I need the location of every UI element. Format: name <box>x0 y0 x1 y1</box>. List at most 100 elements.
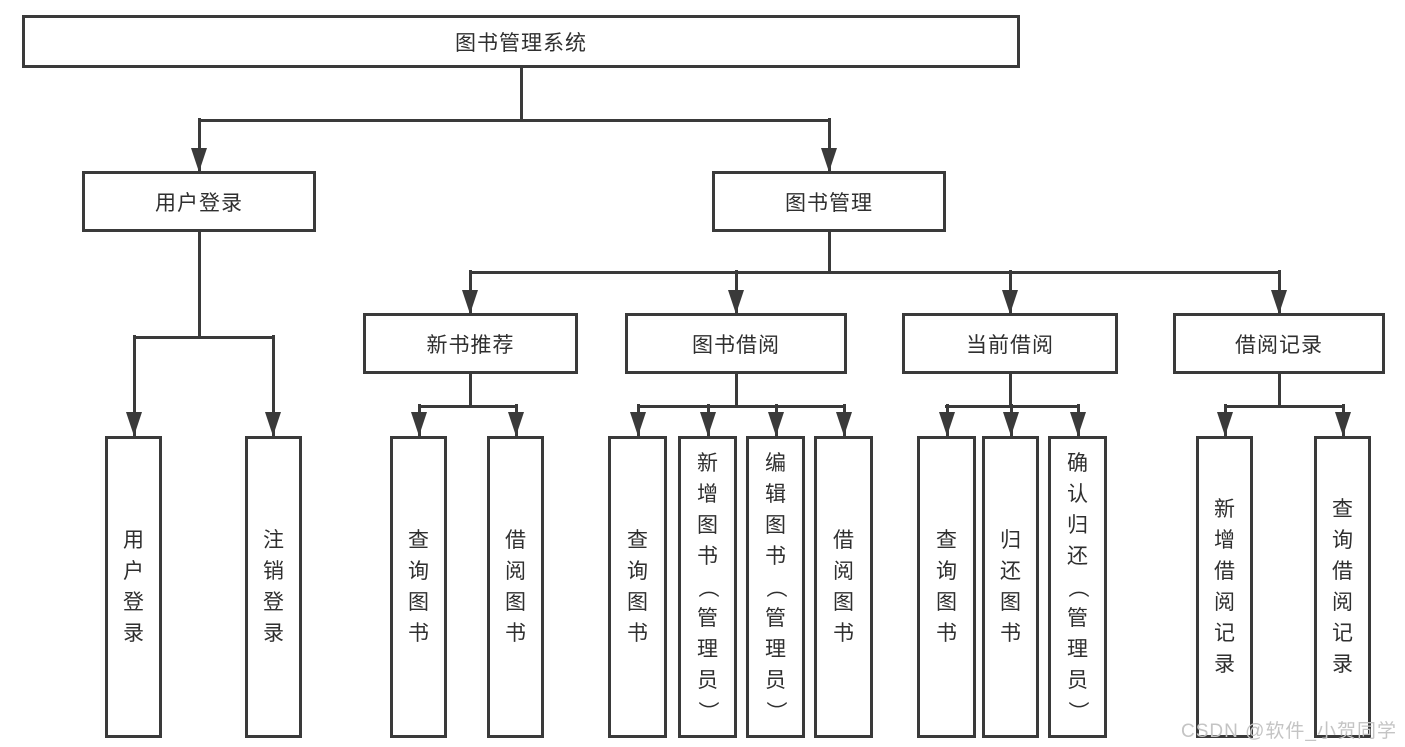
vertical-char: 图 <box>697 513 718 537</box>
vertical-char: 录 <box>1214 653 1235 676</box>
node-current-borrow-label: 当前借阅 <box>966 333 1054 357</box>
vertical-char: 员 <box>765 668 786 692</box>
vertical-char: 编 <box>765 451 786 475</box>
leaf-newbook-query-books: 查询图书 <box>390 436 447 738</box>
vertical-char: 阅 <box>1332 591 1353 614</box>
leaf-borrow-add-books-admin: 新增图书（管理员） <box>678 436 737 738</box>
vertical-char: 户 <box>123 560 144 583</box>
vertical-char: 理 <box>697 637 718 661</box>
vertical-char: 书 <box>833 622 854 645</box>
down-arrow-icon <box>821 148 837 172</box>
connector-line <box>198 119 830 122</box>
vertical-char: 注 <box>263 529 284 552</box>
vertical-char: 借 <box>833 529 854 552</box>
vertical-char: 确 <box>1067 451 1088 475</box>
leaf-newbook-borrow-books: 借阅图书 <box>487 436 544 738</box>
down-arrow-icon <box>836 412 852 436</box>
vertical-char: 书 <box>765 544 786 568</box>
vertical-char: 阅 <box>1214 591 1235 614</box>
vertical-char: 员 <box>697 668 718 692</box>
vertical-char: 录 <box>1332 653 1353 676</box>
vertical-char: 录 <box>263 622 284 645</box>
vertical-char: 询 <box>1332 529 1353 552</box>
leaf-records-query-record-label: 查询借阅记录 <box>1317 439 1368 735</box>
vertical-char: 录 <box>123 622 144 645</box>
connector-line <box>1278 373 1281 408</box>
down-arrow-icon <box>728 290 744 314</box>
connector-line <box>272 335 275 437</box>
down-arrow-icon <box>1002 290 1018 314</box>
down-arrow-icon <box>191 148 207 172</box>
node-book-borrow-label: 图书借阅 <box>692 333 780 357</box>
node-new-book-recommend: 新书推荐 <box>363 313 578 374</box>
vertical-char: 借 <box>1214 560 1235 583</box>
leaf-current-confirm-return-admin-label: 确认归还（管理员） <box>1051 439 1104 735</box>
connector-line <box>198 118 201 173</box>
vertical-char: 还 <box>1067 544 1088 568</box>
vertical-char: 询 <box>408 560 429 583</box>
vertical-char: 询 <box>627 560 648 583</box>
vertical-char: 登 <box>263 591 284 614</box>
down-arrow-icon <box>411 412 427 436</box>
leaf-borrow-query-books: 查询图书 <box>608 436 667 738</box>
vertical-char: 理 <box>1067 637 1088 661</box>
connector-line <box>945 405 1079 408</box>
leaf-current-return-books: 归还图书 <box>982 436 1039 738</box>
leaf-current-return-books-label: 归还图书 <box>985 439 1036 735</box>
watermark: CSDN @软件_小贺同学 <box>1181 721 1397 742</box>
down-arrow-icon <box>630 412 646 436</box>
connector-line <box>198 231 201 339</box>
leaf-newbook-borrow-books-label: 借阅图书 <box>490 439 541 735</box>
leaf-borrow-borrow-books-label: 借阅图书 <box>817 439 870 735</box>
vertical-char: （ <box>1066 576 1089 598</box>
vertical-char: （ <box>696 576 719 598</box>
node-book-management: 图书管理 <box>712 171 946 232</box>
connector-line <box>828 118 831 173</box>
down-arrow-icon <box>1271 290 1287 314</box>
node-current-borrow: 当前借阅 <box>902 313 1118 374</box>
root-node-label: 图书管理系统 <box>455 31 587 55</box>
down-arrow-icon <box>508 412 524 436</box>
vertical-char: 员 <box>1067 668 1088 692</box>
vertical-char: 图 <box>936 591 957 614</box>
node-new-book-recommend-label: 新书推荐 <box>426 333 515 357</box>
vertical-char: 图 <box>505 591 526 614</box>
vertical-char: 还 <box>1000 560 1021 583</box>
leaf-borrow-query-books-label: 查询图书 <box>611 439 664 735</box>
node-borrow-records: 借阅记录 <box>1173 313 1385 374</box>
down-arrow-icon <box>700 412 716 436</box>
down-arrow-icon <box>462 290 478 314</box>
leaf-records-add-record: 新增借阅记录 <box>1196 436 1253 738</box>
vertical-char: 书 <box>1000 622 1021 645</box>
vertical-char: 新 <box>1214 498 1235 521</box>
vertical-char: 书 <box>408 622 429 645</box>
vertical-char: ） <box>696 700 719 722</box>
node-book-management-label: 图书管理 <box>785 191 873 215</box>
connector-line <box>520 67 523 122</box>
node-user-login-label: 用户登录 <box>155 191 243 215</box>
node-book-borrow: 图书借阅 <box>625 313 847 374</box>
vertical-char: 用 <box>123 529 144 552</box>
connector-line <box>735 373 738 408</box>
vertical-char: 图 <box>765 513 786 537</box>
down-arrow-icon <box>265 412 281 436</box>
leaf-current-query-books: 查询图书 <box>917 436 976 738</box>
vertical-char: 归 <box>1000 529 1021 552</box>
vertical-char: 询 <box>936 560 957 583</box>
down-arrow-icon <box>939 412 955 436</box>
vertical-char: 书 <box>936 622 957 645</box>
vertical-char: 记 <box>1332 622 1353 645</box>
vertical-char: 认 <box>1067 482 1088 506</box>
leaf-borrow-add-books-admin-label: 新增图书（管理员） <box>681 439 734 735</box>
root-node-library-system: 图书管理系统 <box>22 15 1020 68</box>
vertical-char: （ <box>764 576 787 598</box>
vertical-char: 登 <box>123 591 144 614</box>
vertical-char: 记 <box>1214 622 1235 645</box>
down-arrow-icon <box>1070 412 1086 436</box>
vertical-char: 查 <box>408 529 429 552</box>
vertical-char: 图 <box>1000 591 1021 614</box>
connector-line <box>828 231 831 274</box>
leaf-logout-login-label: 注销登录 <box>248 439 299 735</box>
down-arrow-icon <box>768 412 784 436</box>
